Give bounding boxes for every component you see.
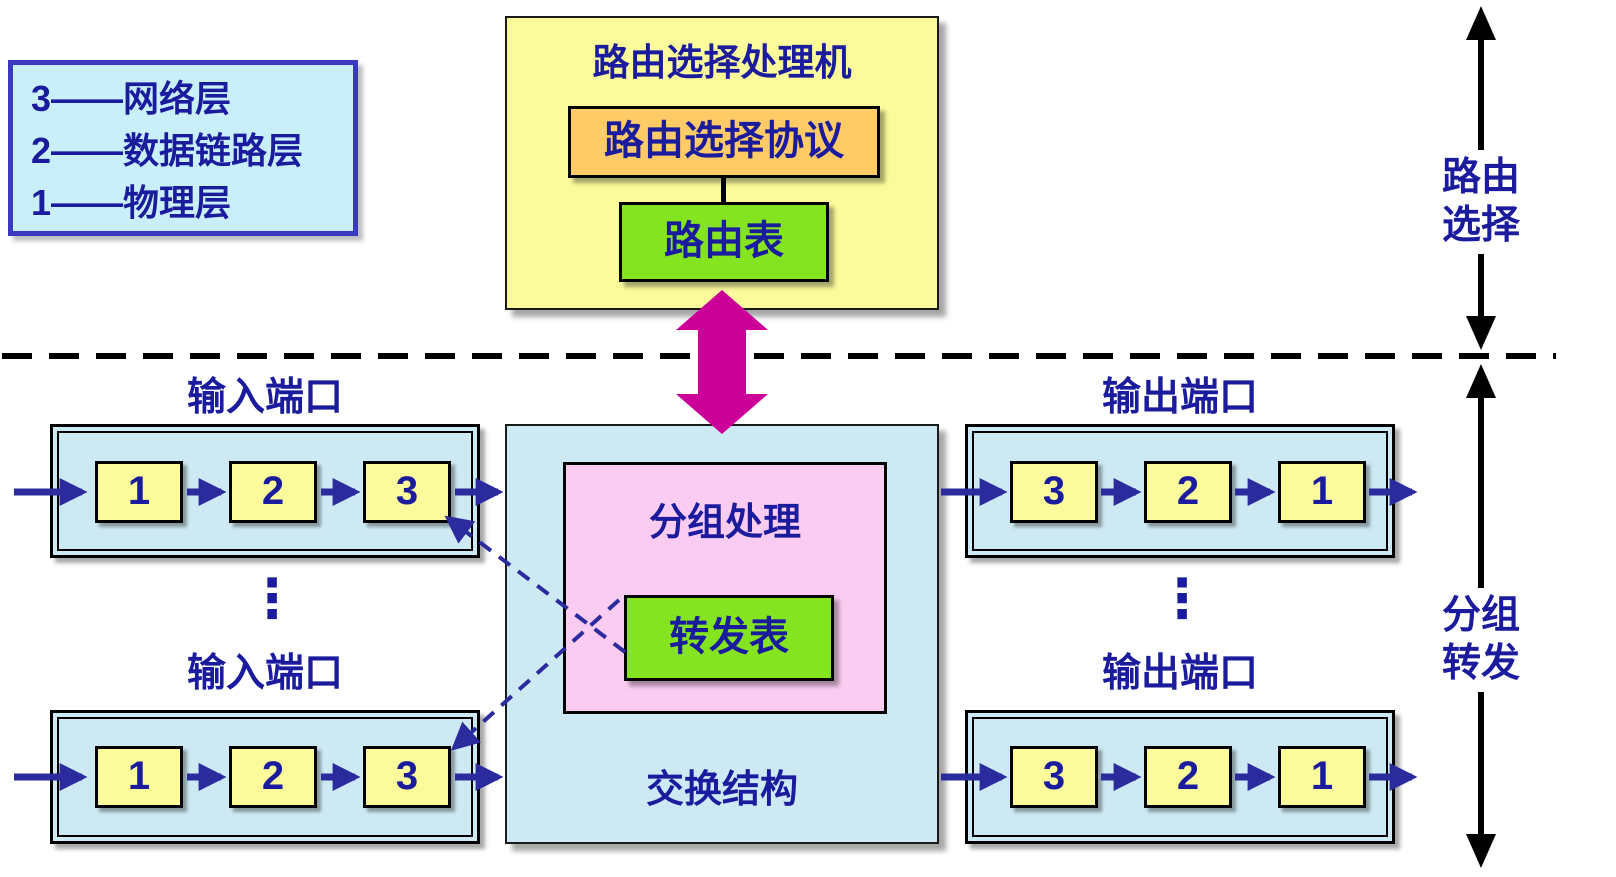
routing-scope-label-line2: 选择	[1441, 204, 1520, 247]
routing-processor-title: 路由选择处理机	[592, 42, 852, 83]
input-bottom-layer-1-chip: 1	[95, 746, 183, 808]
forwarding-scope-label-line2: 转发	[1441, 642, 1520, 685]
output-bottom-layer-2-chip: 2	[1144, 746, 1232, 808]
output-bottom-layer-3-chip: 3	[1010, 746, 1098, 808]
output-bottom-layer-1-chip: 1	[1278, 746, 1366, 808]
output-top-layer-2-chip: 2	[1144, 461, 1232, 523]
routing-table-update-arrow	[676, 290, 768, 434]
protocol-table-connector	[721, 176, 726, 206]
packet-processing-label: 分组处理	[648, 502, 801, 544]
routing-scope-label-line1: 路由	[1441, 156, 1520, 199]
output-ports-ellipsis-icon: ⋮	[1155, 567, 1209, 630]
routing-processor-box: 路由选择处理机 路由选择协议 路由表	[505, 16, 939, 310]
input-port-label-top: 输入端口	[186, 376, 343, 419]
input-top-layer-3-chip: 3	[363, 461, 451, 523]
output-port-label-top: 输出端口	[1101, 376, 1258, 419]
legend-item-physical-layer: 1——物理层	[31, 182, 232, 223]
routing-protocol-box: 路由选择协议	[568, 106, 880, 178]
output-top-layer-3-chip: 3	[1010, 461, 1098, 523]
output-port-label-bottom: 输出端口	[1101, 652, 1258, 695]
forwarding-table-box: 转发表	[624, 595, 834, 681]
legend-item-datalink-layer: 2——数据链路层	[31, 130, 304, 171]
input-top-layer-1-chip: 1	[95, 461, 183, 523]
input-port-label-bottom: 输入端口	[186, 652, 343, 695]
forwarding-scope-label-line1: 分组	[1441, 594, 1520, 637]
input-bottom-layer-2-chip: 2	[229, 746, 317, 808]
switching-fabric-box: 分组处理 转发表 交换结构	[505, 424, 939, 844]
input-bottom-layer-3-chip: 3	[363, 746, 451, 808]
routing-scope-label: 路由 选择	[1426, 150, 1536, 254]
switching-fabric-label: 交换结构	[645, 769, 798, 811]
output-top-layer-1-chip: 1	[1278, 461, 1366, 523]
legend-item-network-layer: 3——网络层	[31, 78, 232, 119]
legend-box: 3——网络层 2——数据链路层 1——物理层	[8, 60, 358, 236]
input-top-layer-2-chip: 2	[229, 461, 317, 523]
routing-table-box: 路由表	[619, 202, 829, 282]
forwarding-scope-label: 分组 转发	[1426, 588, 1536, 692]
packet-processing-box: 分组处理 转发表	[563, 462, 887, 714]
input-ports-ellipsis-icon: ⋮	[245, 567, 299, 630]
